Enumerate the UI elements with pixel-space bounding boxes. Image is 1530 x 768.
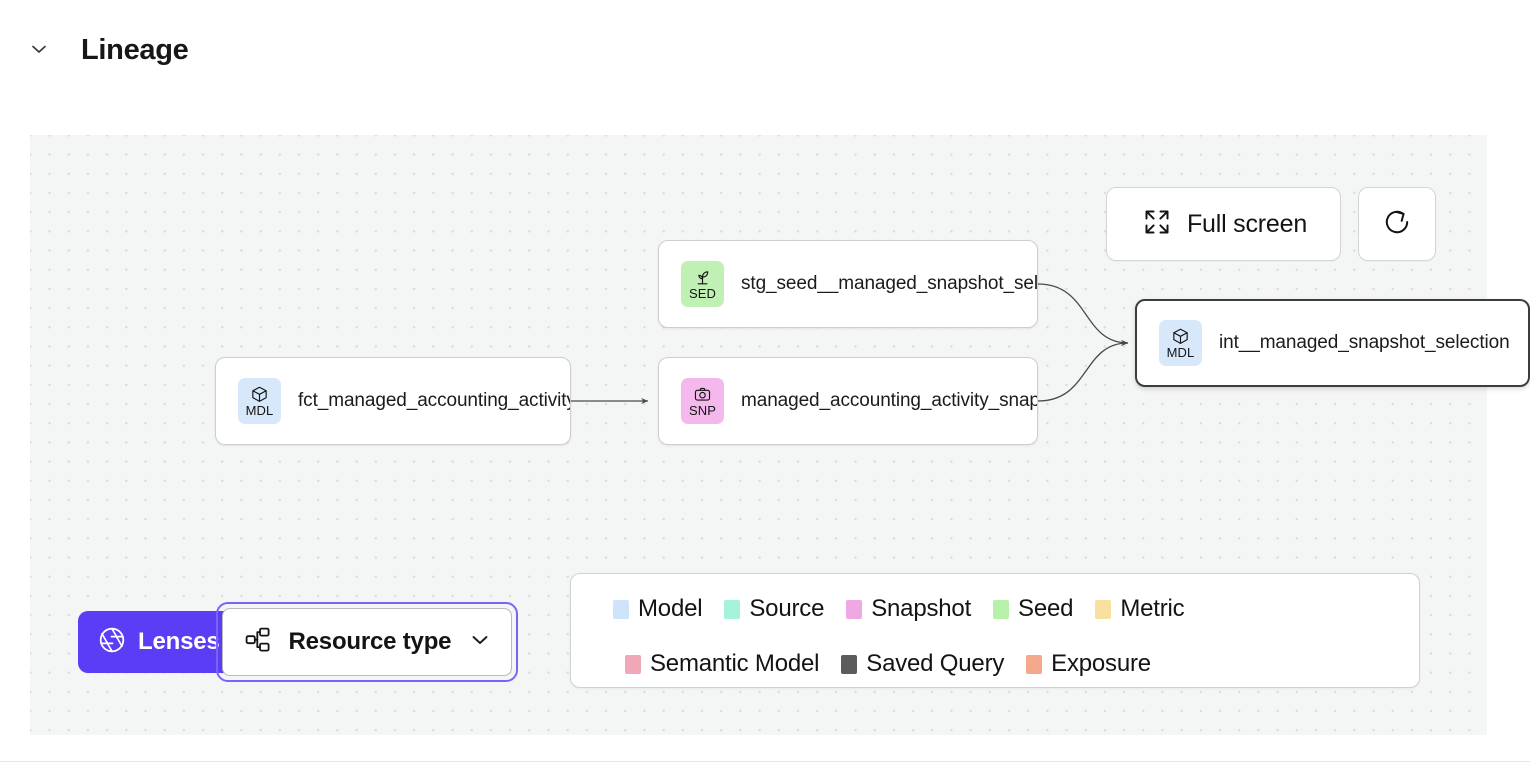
lineage-controls: Lenses Resource type xyxy=(78,602,519,682)
node-badge-model: MDL xyxy=(1159,320,1202,366)
lineage-legend: Model Source Snapshot Seed Metric S xyxy=(570,573,1420,688)
resource-type-focus-ring: Resource type xyxy=(215,602,519,682)
legend-row-secondary: Semantic Model Saved Query Exposure xyxy=(613,645,1419,683)
node-label: int__managed_snapshot_selection xyxy=(1219,332,1510,353)
lineage-node-int-managed-snapshot-selection[interactable]: MDL int__managed_snapshot_selection xyxy=(1135,299,1530,387)
lineage-canvas[interactable]: Full screen MDL fct_managed_accounting_a… xyxy=(30,135,1530,735)
legend-item-model: Model xyxy=(613,595,703,623)
lineage-node-stg-seed-managed-snapshot-selection[interactable]: SED stg_seed__managed_snapshot_selecti..… xyxy=(658,240,1038,328)
legend-label: Model xyxy=(638,595,703,622)
legend-label: Source xyxy=(749,595,825,622)
node-label: managed_accounting_activity_snapshot xyxy=(741,390,1037,411)
resource-type-label: Resource type xyxy=(288,628,452,655)
node-badge-code: MDL xyxy=(245,402,274,418)
node-badge-code: SNP xyxy=(688,402,717,418)
legend-swatch-metric xyxy=(1095,599,1112,619)
lineage-section-header: Lineage xyxy=(0,0,1530,100)
refresh-icon xyxy=(1380,205,1414,244)
legend-item-seed: Seed xyxy=(993,595,1074,623)
legend-row-primary: Model Source Snapshot Seed Metric xyxy=(613,590,1419,628)
fullscreen-expand-icon xyxy=(1140,205,1174,244)
legend-label: Exposure xyxy=(1051,650,1151,677)
legend-item-saved-query: Saved Query xyxy=(841,650,1004,678)
legend-label: Saved Query xyxy=(866,650,1005,677)
collapse-chevron-icon[interactable] xyxy=(26,36,52,62)
edge-snapshot-to-int xyxy=(1037,340,1129,402)
lenses-button[interactable]: Lenses xyxy=(78,611,242,673)
legend-item-snapshot: Snapshot xyxy=(846,595,971,623)
legend-swatch-snapshot xyxy=(846,599,863,619)
node-badge-code: MDL xyxy=(1166,344,1195,360)
legend-label: Metric xyxy=(1120,595,1185,622)
aperture-icon xyxy=(97,625,127,660)
legend-item-exposure: Exposure xyxy=(1026,650,1151,678)
canvas-toolbar: Full screen xyxy=(1106,187,1436,261)
node-badge-snapshot: SNP xyxy=(681,378,724,424)
legend-item-semantic-model: Semantic Model xyxy=(625,650,819,678)
node-badge-seed: SED xyxy=(681,261,724,307)
node-label: stg_seed__managed_snapshot_selecti... xyxy=(741,273,1037,294)
refresh-button[interactable] xyxy=(1358,187,1436,261)
page-bottom-divider xyxy=(0,761,1530,762)
edge-seed-to-int xyxy=(1037,283,1129,346)
node-badge-model: MDL xyxy=(238,378,281,424)
node-badge-code: SED xyxy=(688,285,717,301)
legend-swatch-source xyxy=(724,599,741,619)
legend-label: Snapshot xyxy=(871,595,972,622)
legend-swatch-semantic-model xyxy=(625,654,641,674)
resource-type-dropdown[interactable]: Resource type xyxy=(221,608,513,676)
hierarchy-icon xyxy=(243,625,273,660)
full-screen-label: Full screen xyxy=(1186,209,1308,238)
lineage-node-managed-accounting-activity-snapshot[interactable]: SNP managed_accounting_activity_snapshot xyxy=(658,357,1038,445)
lineage-node-fct-managed-accounting-activity[interactable]: MDL fct_managed_accounting_activity xyxy=(215,357,571,445)
legend-label: Seed xyxy=(1018,595,1074,622)
page-title: Lineage xyxy=(81,34,189,66)
legend-item-source: Source xyxy=(724,595,824,623)
legend-swatch-model xyxy=(613,599,629,619)
legend-item-metric: Metric xyxy=(1095,595,1185,623)
full-screen-button[interactable]: Full screen xyxy=(1106,187,1341,261)
legend-swatch-seed xyxy=(993,599,1010,619)
legend-label: Semantic Model xyxy=(650,650,820,677)
node-label: fct_managed_accounting_activity xyxy=(298,390,570,411)
lenses-label: Lenses xyxy=(138,628,220,655)
legend-swatch-exposure xyxy=(1026,654,1043,674)
chevron-down-icon xyxy=(467,627,493,658)
legend-swatch-saved-query xyxy=(841,654,858,674)
